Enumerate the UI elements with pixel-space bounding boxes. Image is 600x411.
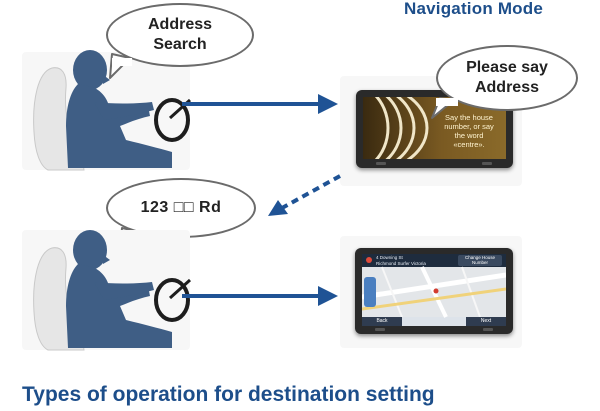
- arrow-speak-bottom: [182, 286, 338, 306]
- diagram-caption: Types of operation for destination setti…: [22, 383, 435, 406]
- route-info: 4 Downing St Richmond Surfer Victoria: [376, 255, 426, 266]
- bubble-tail-mask: [112, 58, 132, 66]
- nav-device-top: Say the house number, or say the word «c…: [356, 90, 513, 168]
- mode-title: Navigation Mode: [404, 0, 544, 18]
- arrow-reply-dashed: [268, 174, 341, 216]
- change-house-number-button[interactable]: Change House Number: [458, 255, 502, 266]
- next-button[interactable]: Next: [466, 317, 506, 326]
- map-screen: 4 Downing St Richmond Surfer Victoria Ch…: [362, 254, 506, 326]
- sound-wave-icon: [374, 97, 429, 159]
- speech-bubble-please-say-address: Please say Address: [436, 45, 578, 111]
- driver-silhouette-bottom: [33, 230, 192, 351]
- speech-bubble-address-search: Address Search: [106, 3, 254, 67]
- device-button: [375, 328, 385, 331]
- voice-screen: Say the house number, or say the word «c…: [363, 97, 506, 159]
- bubble-tail-mask: [436, 98, 458, 106]
- nav-device-bottom: 4 Downing St Richmond Surfer Victoria Ch…: [355, 248, 513, 334]
- device-button: [483, 328, 493, 331]
- route-header: 4 Downing St Richmond Surfer Victoria Ch…: [362, 254, 506, 267]
- arrow-speak-top: [182, 94, 338, 114]
- map-view: [362, 266, 506, 318]
- pin-icon: [366, 257, 372, 263]
- back-button[interactable]: Back: [362, 317, 402, 326]
- device-button: [482, 162, 492, 165]
- driver-silhouette-top: [33, 50, 192, 171]
- device-button: [376, 162, 386, 165]
- voice-prompt: Say the house number, or say the word «c…: [444, 113, 494, 149]
